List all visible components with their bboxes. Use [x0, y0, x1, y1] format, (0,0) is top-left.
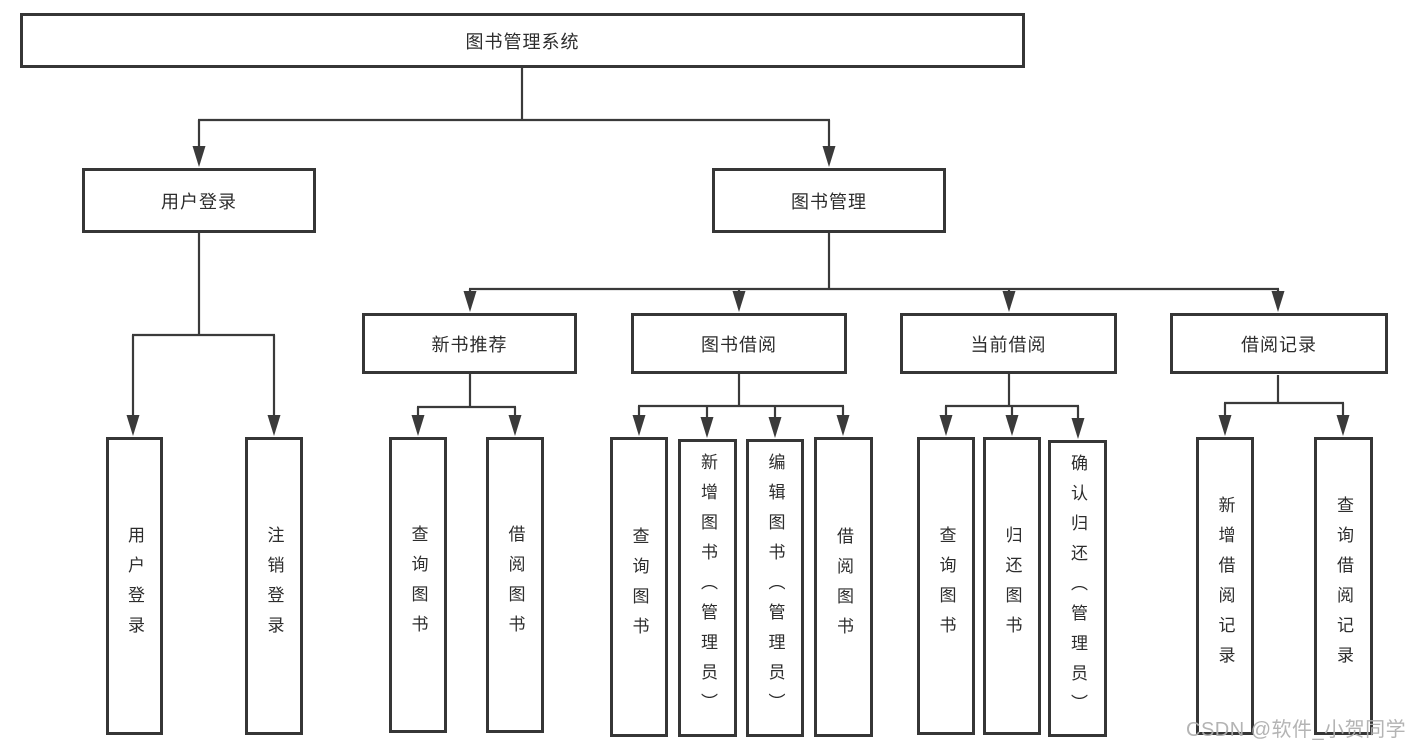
watermark: CSDN @软件_小贺同学 [1186, 719, 1405, 741]
node-label: 用户登录 [125, 526, 144, 646]
node-new-book-recommendation: 新书推荐 [362, 313, 577, 374]
node-label: 查询图书 [629, 527, 649, 647]
node-book-borrowing: 图书借阅 [631, 313, 847, 374]
node-label: 注销登录 [264, 526, 284, 646]
node-user-login-leaf: 用户登录 [106, 437, 163, 735]
node-label: 编辑图书（管理员） [765, 453, 785, 723]
node-br-add-record: 新增借阅记录 [1196, 437, 1254, 735]
node-label: 归还图书 [1002, 526, 1022, 646]
node-cb-query-books: 查询图书 [917, 437, 975, 735]
node-cb-return-books: 归还图书 [983, 437, 1041, 735]
node-label: 查询图书 [936, 526, 956, 646]
node-book-management: 图书管理 [712, 168, 946, 233]
node-label: 新增借阅记录 [1215, 496, 1235, 676]
node-label: 查询图书 [408, 525, 428, 645]
node-label: 确认归还（管理员） [1068, 453, 1087, 724]
node-nbr-borrow-books: 借阅图书 [486, 437, 544, 733]
node-bb-query-books: 查询图书 [610, 437, 668, 737]
node-bb-borrow-books: 借阅图书 [814, 437, 873, 737]
node-current-borrowing: 当前借阅 [900, 313, 1117, 374]
node-label: 借阅图书 [505, 525, 525, 645]
node-br-query-record: 查询借阅记录 [1314, 437, 1373, 735]
node-logout: 注销登录 [245, 437, 303, 735]
node-cb-confirm-return-admin: 确认归还（管理员） [1048, 440, 1107, 737]
node-bb-edit-books-admin: 编辑图书（管理员） [746, 439, 804, 737]
node-label: 新增图书（管理员） [698, 453, 717, 723]
node-bb-add-books-admin: 新增图书（管理员） [678, 439, 737, 737]
node-borrowing-records: 借阅记录 [1170, 313, 1388, 374]
node-library-management-system: 图书管理系统 [20, 13, 1025, 68]
node-label: 借阅图书 [834, 527, 853, 647]
node-user-login: 用户登录 [82, 168, 316, 233]
node-label: 查询借阅记录 [1334, 496, 1353, 676]
node-nbr-query-books: 查询图书 [389, 437, 447, 733]
